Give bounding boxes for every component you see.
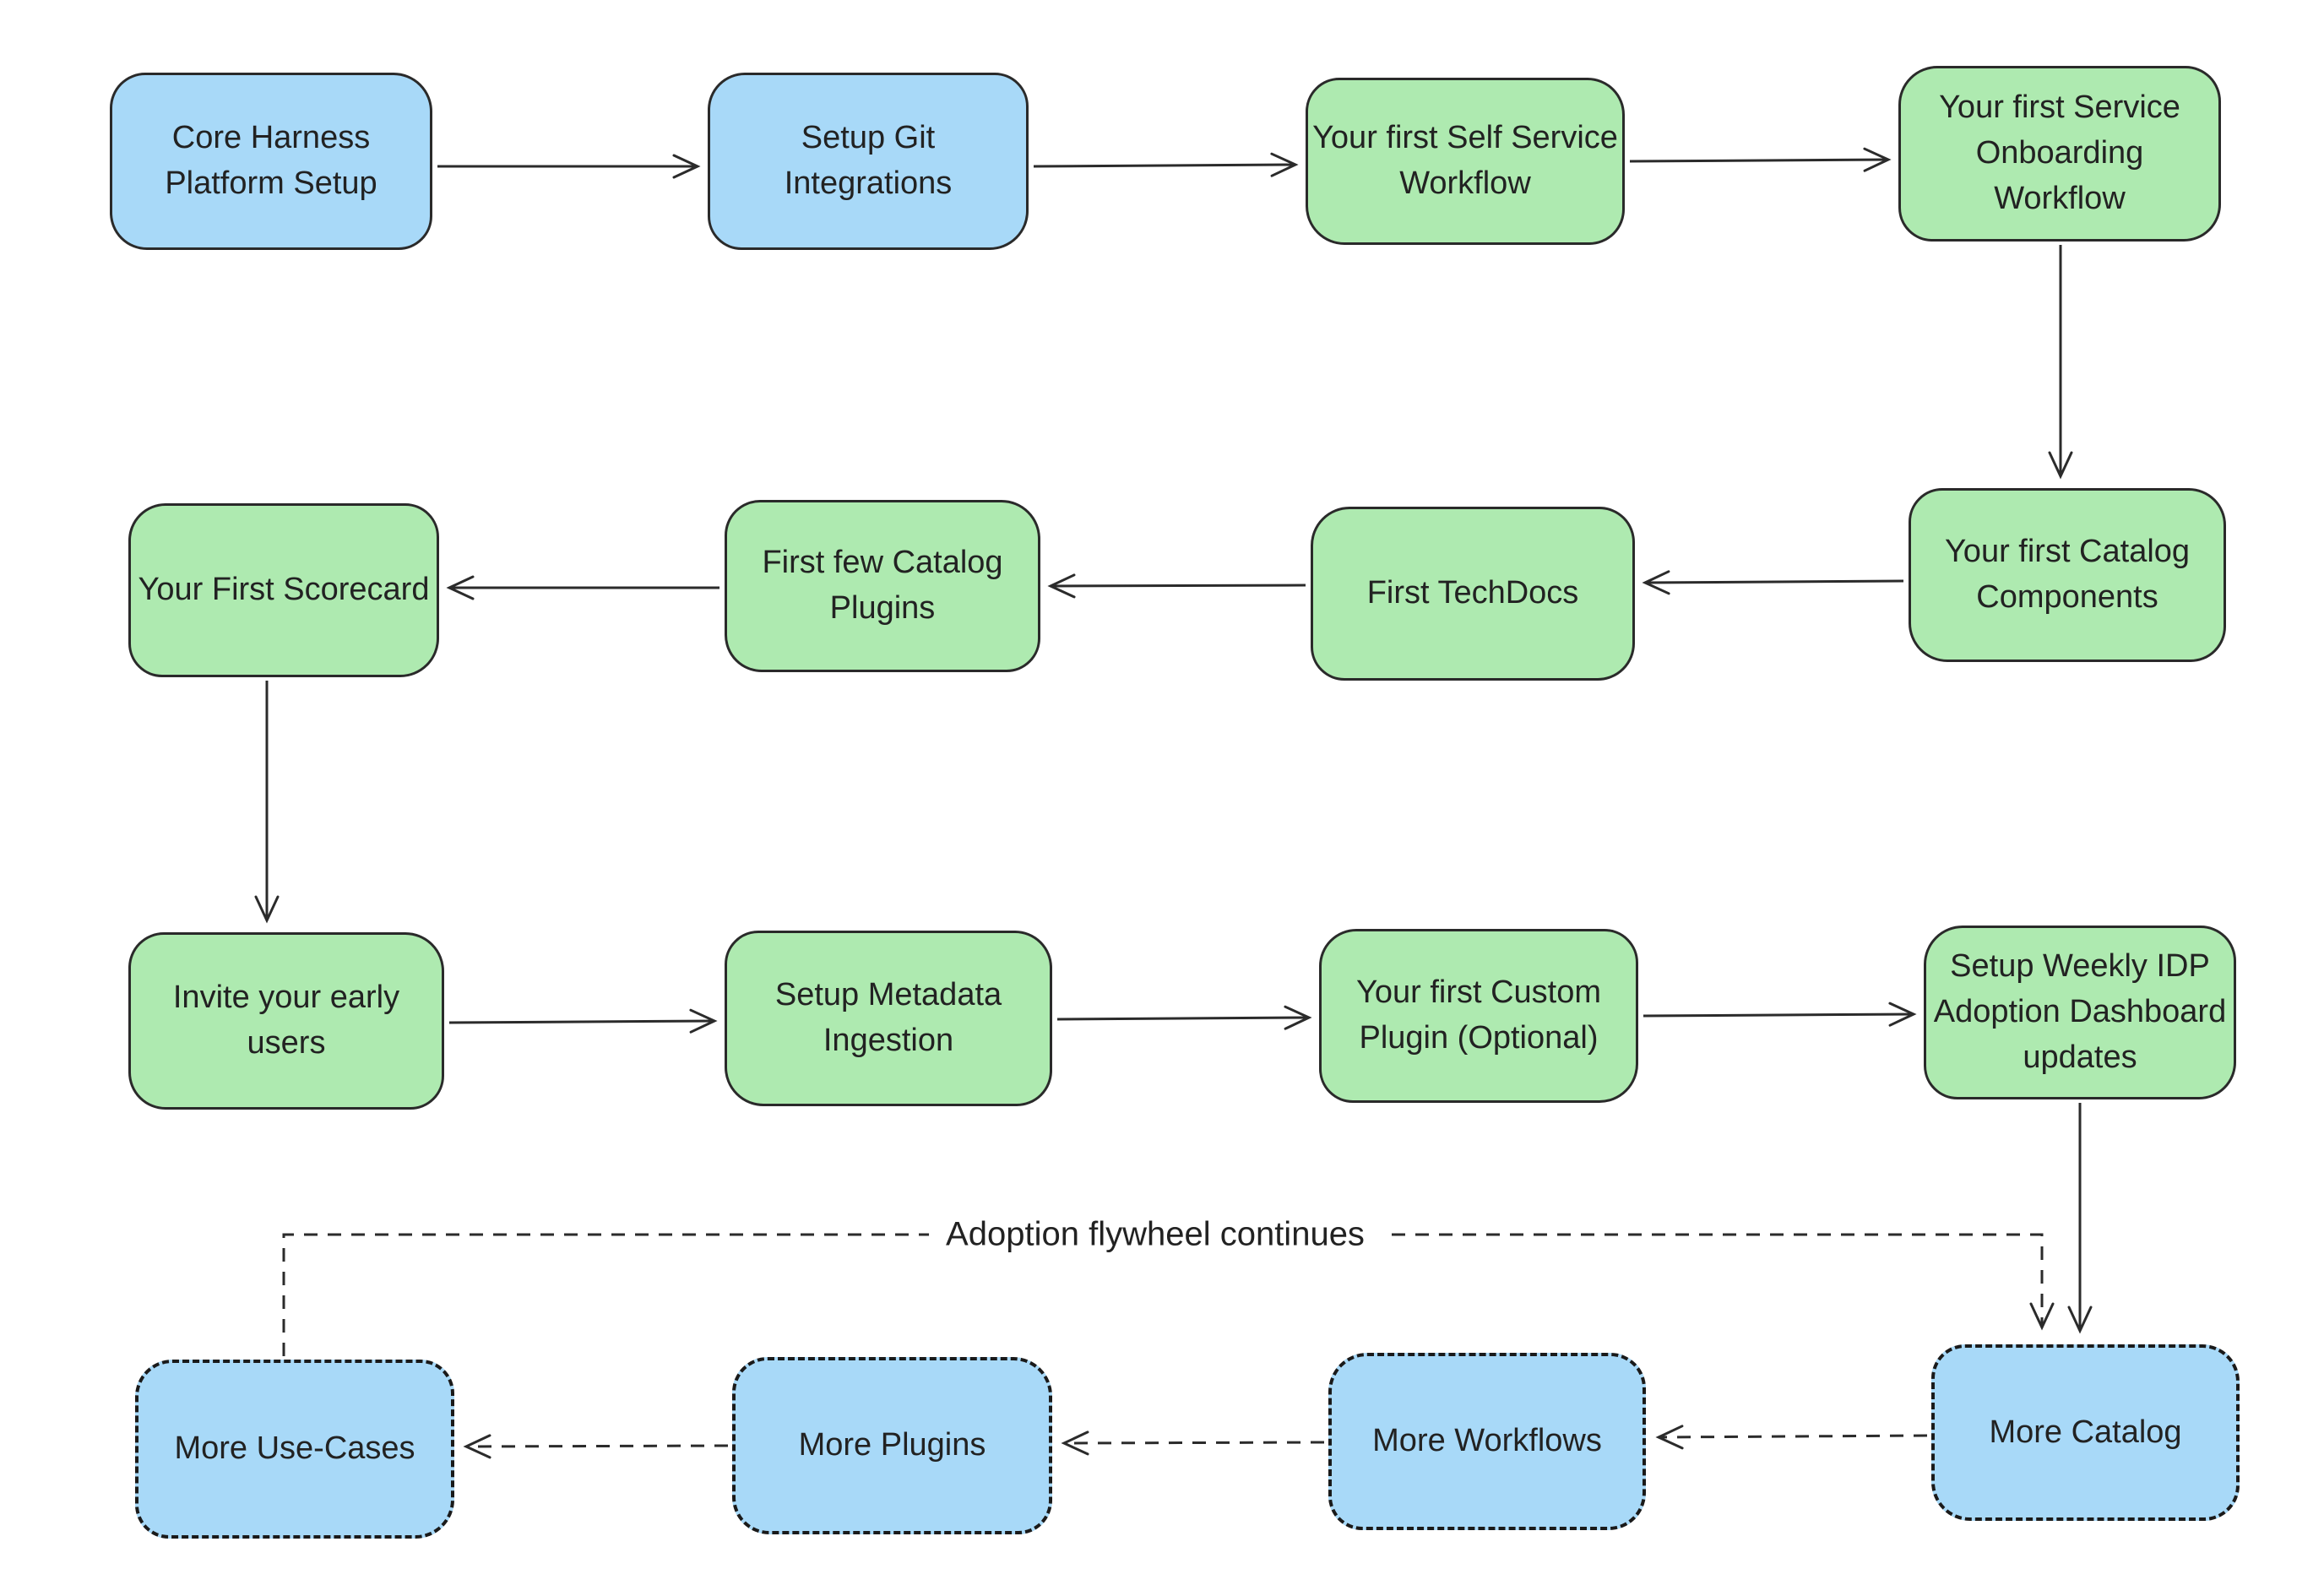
node-label: More Plugins bbox=[798, 1427, 986, 1463]
node-first-catalog-components: Your first Catalog Components bbox=[1909, 488, 2226, 662]
node-setup-git-integrations: Setup Git Integrations bbox=[708, 73, 1029, 250]
node-label: First TechDocs bbox=[1366, 575, 1579, 611]
arrow-workflows-to-plugins bbox=[1061, 1430, 1325, 1456]
node-label: Setup Weekly IDP Adoption Dashboard upda… bbox=[1933, 948, 2227, 1075]
node-more-workflows: More Workflows bbox=[1328, 1353, 1646, 1530]
arrow-metadata-to-customplugin bbox=[1056, 1005, 1312, 1030]
node-label: Your first Custom Plugin (Optional) bbox=[1355, 974, 1602, 1056]
node-label: Your first Service Onboarding Workflow bbox=[1939, 90, 2180, 216]
node-label: More Catalog bbox=[1989, 1414, 2182, 1450]
arrow-git-to-selfservice bbox=[1033, 152, 1299, 177]
arrow-selfservice-to-onboarding bbox=[1629, 147, 1892, 172]
node-more-use-cases: More Use-Cases bbox=[135, 1360, 454, 1539]
node-label: Your first Catalog Components bbox=[1944, 534, 2191, 615]
node-label: First few Catalog Plugins bbox=[762, 545, 1003, 626]
node-setup-metadata-ingestion: Setup Metadata Ingestion bbox=[725, 931, 1052, 1106]
node-first-techdocs: First TechDocs bbox=[1311, 507, 1635, 681]
node-first-scorecard: Your First Scorecard bbox=[128, 503, 439, 677]
node-label: Setup Git Integrations bbox=[784, 120, 953, 201]
node-first-self-service-workflow: Your first Self Service Workflow bbox=[1306, 78, 1625, 245]
arrow-components-to-techdocs bbox=[1642, 570, 1904, 595]
node-more-plugins: More Plugins bbox=[732, 1357, 1052, 1534]
node-label: More Use-Cases bbox=[174, 1430, 415, 1467]
node-core-harness-platform-setup: Core Harness Platform Setup bbox=[110, 73, 432, 250]
arrow-techdocs-to-plugins bbox=[1047, 573, 1306, 599]
node-first-service-onboarding-workflow: Your first Service Onboarding Workflow bbox=[1898, 66, 2221, 242]
node-label: Setup Metadata Ingestion bbox=[774, 977, 1002, 1058]
flywheel-label: Adoption flywheel continues bbox=[929, 1213, 1382, 1256]
node-label: Your first Self Service Workflow bbox=[1312, 120, 1618, 201]
node-label: More Workflows bbox=[1372, 1423, 1602, 1459]
arrow-plugins-to-usecases bbox=[463, 1434, 729, 1459]
node-label: Your First Scorecard bbox=[138, 572, 430, 608]
node-first-custom-plugin: Your first Custom Plugin (Optional) bbox=[1319, 929, 1638, 1103]
node-label: Invite your early users bbox=[172, 980, 400, 1061]
arrow-catalog-to-workflows bbox=[1655, 1425, 1928, 1450]
node-invite-early-users: Invite your early users bbox=[128, 932, 444, 1110]
node-weekly-idp-adoption-dashboard: Setup Weekly IDP Adoption Dashboard upda… bbox=[1924, 926, 2236, 1099]
arrow-invite-to-metadata bbox=[448, 1008, 718, 1034]
node-more-catalog: More Catalog bbox=[1931, 1344, 2240, 1521]
arrow-customplugin-to-dashboard bbox=[1643, 1002, 1917, 1027]
node-first-few-catalog-plugins: First few Catalog Plugins bbox=[725, 500, 1040, 672]
node-label: Core Harness Platform Setup bbox=[165, 120, 377, 201]
